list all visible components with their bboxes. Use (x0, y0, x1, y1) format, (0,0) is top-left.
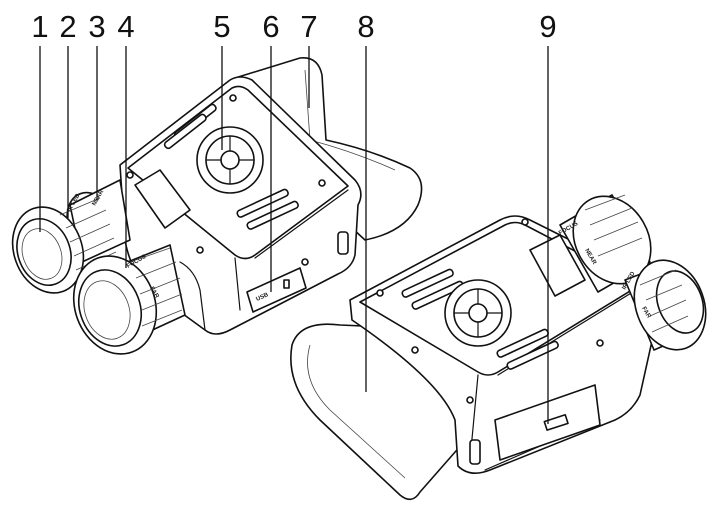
left-top-window (134, 169, 191, 229)
screw (411, 346, 419, 354)
right-upper-lens: FOCUS NEAR (558, 194, 652, 293)
left-top-slot-3 (236, 188, 289, 218)
usb-port-cover (246, 267, 307, 313)
callout-7: 7 (300, 9, 317, 44)
callout-9: 9 (539, 9, 556, 44)
rear-eyecup-inner (307, 344, 406, 479)
screw (596, 339, 604, 347)
right-top-window (529, 234, 586, 297)
left-upper-lens: IR LED NEAR (11, 179, 131, 294)
far-label-right: FAR (640, 306, 652, 320)
binocular-rear-view: FOCUS NEAR IR LED FAR (290, 194, 707, 501)
callout-1: 1 (31, 9, 48, 44)
usb-label: USB (255, 292, 270, 303)
callout-2: 2 (59, 9, 76, 44)
callout-numbers: 1 2 3 4 5 6 7 8 9 (31, 9, 556, 44)
screw (301, 258, 309, 266)
battery-latch (543, 413, 569, 431)
screw (126, 171, 134, 179)
left-top-slot-2 (163, 113, 207, 150)
callout-6: 6 (262, 9, 279, 44)
screw (229, 94, 237, 102)
screw (318, 179, 326, 187)
left-control-dial (196, 126, 264, 194)
right-lower-lens: IR LED FAR (622, 259, 707, 351)
callout-5: 5 (213, 9, 230, 44)
screw (376, 289, 384, 297)
callout-8: 8 (357, 9, 374, 44)
right-control-dial (444, 279, 512, 347)
eyecup-hood-top (234, 57, 423, 241)
binocular-front-view: USB IR LED NEAR FOCUS FAR (11, 57, 423, 355)
callout-3: 3 (88, 9, 105, 44)
callout-leaders (39, 46, 549, 424)
side-button (337, 231, 349, 255)
side-clip (469, 439, 481, 465)
usb-tab (283, 279, 290, 289)
left-lower-lens: FOCUS FAR (72, 244, 186, 355)
screw (196, 246, 204, 254)
callout-4: 4 (117, 9, 134, 44)
right-top-slot-1 (401, 268, 454, 298)
screw (466, 396, 474, 404)
right-top-slot-4 (506, 340, 559, 370)
far-label: FAR (148, 286, 160, 300)
screw (521, 218, 529, 226)
